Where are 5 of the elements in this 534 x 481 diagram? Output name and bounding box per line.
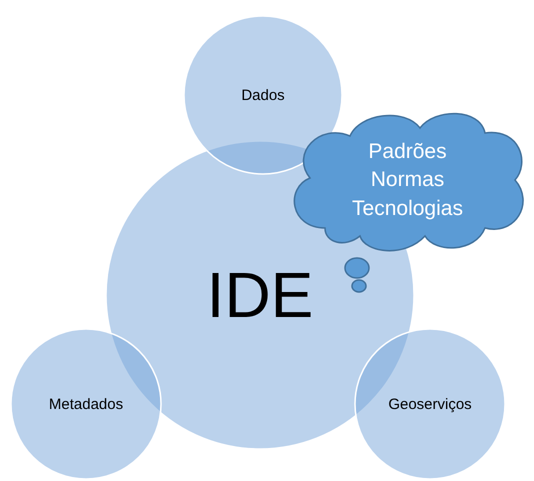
circle-label: Metadados bbox=[48, 396, 124, 412]
cloud-text: Padrões Normas Tecnologias bbox=[351, 138, 464, 222]
center-label: IDE bbox=[206, 258, 314, 332]
circle-label: Dados bbox=[241, 86, 285, 104]
circle-label: Geoserviços bbox=[388, 396, 472, 412]
